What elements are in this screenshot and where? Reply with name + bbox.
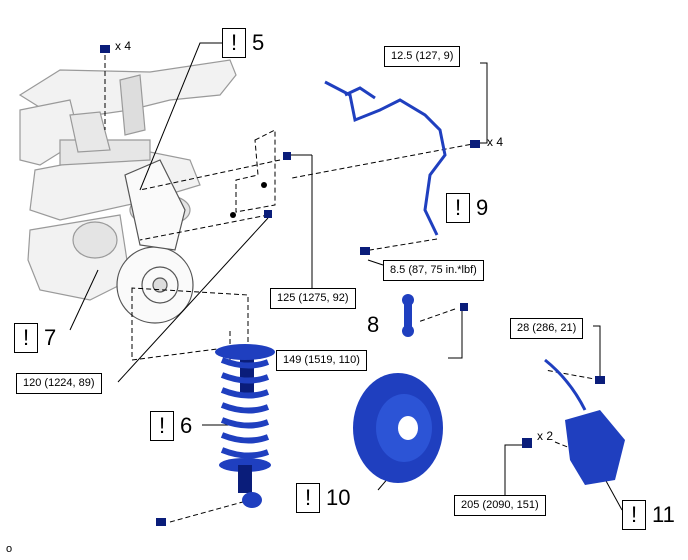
callout-11: ! 11: [622, 500, 675, 530]
brake-caliper: [544, 358, 625, 485]
notice-mark-icon: !: [296, 483, 320, 513]
pins: [230, 182, 267, 218]
bolts: [100, 45, 605, 526]
steering-knuckle-hub: [116, 159, 194, 324]
callout-number: 10: [326, 485, 351, 510]
callout-number: 5: [252, 30, 265, 55]
torque-label: 8.5 (87, 75 in.*lbf): [390, 264, 477, 276]
callout-5: ! 5: [222, 28, 264, 58]
stabilizer-link: [402, 294, 414, 337]
torque-label: 28 (286, 21): [517, 322, 577, 334]
notice-mark-icon: !: [222, 28, 246, 58]
torque-spec-knuckle: 120 (1224, 89): [16, 373, 102, 394]
torque-label: 12.5 (127, 9): [391, 50, 454, 62]
callout-number: 11: [652, 502, 675, 527]
notice-mark-icon: !: [622, 500, 646, 530]
torque-label: 125 (1275, 92): [277, 292, 349, 304]
torque-spec-hose-bracket: 28 (286, 21): [510, 318, 584, 339]
callout-7: ! 7: [14, 323, 56, 353]
torque-spec-upper-mount: 125 (1275, 92): [270, 288, 356, 309]
torque-label: 149 (1519, 110): [283, 354, 360, 366]
torque-spec-sensor-harness-bolt: 12.5 (127, 9): [384, 46, 461, 67]
torque-spec-sensor-bolt: 8.5 (87, 75 in.*lbf): [383, 260, 484, 281]
torque-spec-caliper: 205 (2090, 151): [454, 495, 546, 516]
quantity-label: x 4: [115, 39, 132, 53]
quantity-label: x 4: [487, 135, 504, 149]
torque-label: 205 (2090, 151): [461, 499, 539, 511]
callout-8: 8: [367, 312, 380, 337]
leader-lines: [69, 42, 623, 511]
torque-label: 120 (1224, 89): [23, 377, 95, 389]
figure-code: o: [6, 543, 13, 555]
notice-mark-icon: !: [446, 193, 470, 223]
torque-spec-stabilizer-link: 149 (1519, 110): [276, 350, 367, 371]
callout-number: 6: [180, 413, 193, 438]
callout-10: ! 10: [296, 483, 350, 513]
callout-number: 9: [476, 195, 489, 220]
speed-sensor-harness: [324, 80, 447, 236]
shock-absorber-coil-spring: [215, 344, 275, 508]
notice-mark-icon: !: [14, 323, 38, 353]
quantity-label: x 2: [537, 429, 554, 443]
callout-number: 7: [44, 325, 57, 350]
callout-9: ! 9: [446, 193, 488, 223]
callout-6: ! 6: [150, 411, 192, 441]
notice-mark-icon: !: [150, 411, 174, 441]
vehicle-frame-sketch: [18, 59, 237, 301]
brake-disc: [353, 373, 443, 483]
